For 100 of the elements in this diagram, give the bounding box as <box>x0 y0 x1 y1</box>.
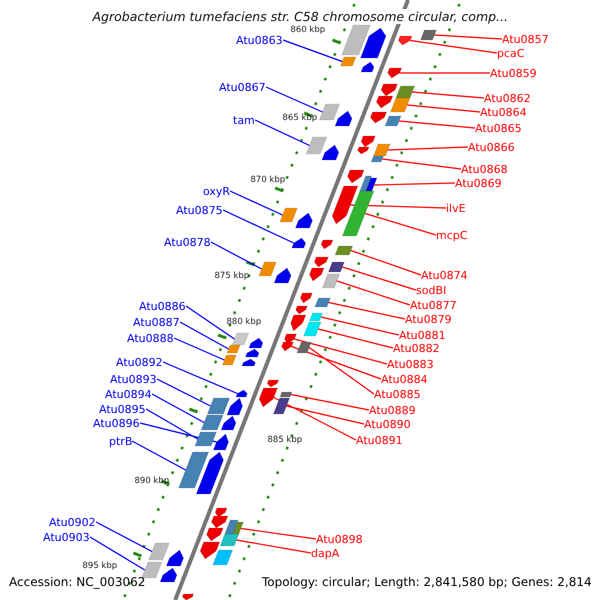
leader-line <box>282 39 342 62</box>
gene-label: Atu0886 <box>139 300 186 312</box>
gene-block <box>200 542 220 560</box>
gene-block <box>222 354 237 366</box>
gene-label: Atu0857 <box>502 32 549 46</box>
gene-label: sodBI <box>416 284 446 296</box>
gene-label: Atu0864 <box>480 106 527 118</box>
scale-tick-label: 875 kbp <box>214 271 250 281</box>
gene-block <box>300 292 313 304</box>
gene-block <box>220 534 240 546</box>
leader-line <box>412 91 484 99</box>
gene-label: Atu0874 <box>421 268 468 282</box>
leader-line <box>274 396 356 441</box>
gene-label: Atu0875 <box>176 204 223 216</box>
scale-tick-label: 890 kbp <box>134 476 170 486</box>
gene-block <box>360 136 376 148</box>
scale-tick-label: 895 kbp <box>82 561 118 571</box>
gene-block <box>279 208 298 222</box>
gene-block <box>194 432 217 446</box>
leader-line <box>434 34 502 40</box>
gene-block <box>318 104 340 120</box>
gene-block <box>387 68 402 78</box>
gene-label: Atu0877 <box>410 298 457 312</box>
info-text: Accession: NC_003062 <box>9 575 146 589</box>
gene-block <box>370 112 387 124</box>
leader-line <box>162 361 238 394</box>
gene-block <box>242 358 256 366</box>
gene-label: Atu0863 <box>236 34 283 46</box>
scale-tick-label: 870 kbp <box>250 175 286 185</box>
gene-block <box>258 262 277 276</box>
gene-label: Atu0884 <box>381 372 428 386</box>
gene-label: Atu0892 <box>116 356 163 368</box>
gene-label: Atu0903 <box>43 530 90 544</box>
gene-block <box>360 62 374 72</box>
gene-block <box>365 178 378 192</box>
gene-block <box>357 146 370 154</box>
gene-block <box>274 268 292 284</box>
leader-line <box>342 266 416 291</box>
gene-block <box>206 528 224 542</box>
gene-block <box>321 144 340 160</box>
gene-label: Atu0878 <box>164 236 211 248</box>
gene-block <box>200 414 224 430</box>
gene-block <box>272 398 290 414</box>
gene-label: ilvE <box>446 202 466 214</box>
scale-tick-label: 885 kbp <box>268 435 302 445</box>
leader-line <box>374 182 456 186</box>
leader-line <box>336 280 410 306</box>
gene-label: oxyR <box>203 184 230 198</box>
leader-line <box>210 241 262 270</box>
leader-line <box>382 158 462 170</box>
leader-line <box>152 393 204 424</box>
leader-line <box>320 316 400 336</box>
gene-label: Atu0887 <box>133 316 180 328</box>
gene-label: Atu0893 <box>110 372 157 386</box>
gene-block <box>141 562 162 578</box>
gene-block <box>248 338 264 348</box>
gene-block <box>211 516 228 528</box>
gene-label: Atu0902 <box>49 516 96 528</box>
leader-line <box>180 321 229 350</box>
gene-block <box>309 268 324 282</box>
gene-label: Atu0879 <box>405 312 452 326</box>
leader-line <box>318 328 394 349</box>
leader-line <box>90 536 146 571</box>
gene-label: Atu0890 <box>364 418 411 430</box>
gene-label: tam <box>233 114 255 126</box>
gene-label: Atu0866 <box>468 140 515 154</box>
gene-block <box>178 452 210 488</box>
leader-line <box>156 378 211 407</box>
leader-line <box>388 146 468 151</box>
scale-tick-label: 865 kbp <box>282 113 318 123</box>
gene-label: Atu0862 <box>484 92 531 104</box>
gene-label: Atu0859 <box>490 66 537 80</box>
gene-label: Atu0895 <box>99 402 146 416</box>
leader-line <box>308 347 374 394</box>
gene-block <box>332 186 358 224</box>
gene-block <box>396 86 416 98</box>
leader-line <box>266 86 323 113</box>
gene-block <box>196 452 224 494</box>
gene-block <box>398 36 412 46</box>
leader-line <box>186 306 235 340</box>
gene-block <box>306 136 328 154</box>
gene-block <box>284 334 297 344</box>
gene-block <box>347 170 364 184</box>
gene-label: Atu0885 <box>374 388 421 400</box>
gene-block <box>376 96 394 108</box>
gene-block <box>148 542 170 560</box>
gene-block <box>224 520 239 534</box>
scale-tick-label: 880 kbp <box>226 317 262 327</box>
leader-line <box>328 302 406 320</box>
gene-block <box>220 416 236 430</box>
leader-line <box>174 337 225 361</box>
title: Agrobacterium tumefaciens str. C58 chromosome circular, comp... <box>92 9 508 24</box>
gene-label: Atu0865 <box>475 122 522 134</box>
leader-line <box>236 539 312 554</box>
leader-line <box>400 72 490 74</box>
gene-block <box>420 30 437 40</box>
gene-label: Atu0869 <box>455 176 502 190</box>
leader-line <box>290 394 370 411</box>
leader-line <box>286 405 364 425</box>
gene-label: pcaC <box>497 46 524 60</box>
